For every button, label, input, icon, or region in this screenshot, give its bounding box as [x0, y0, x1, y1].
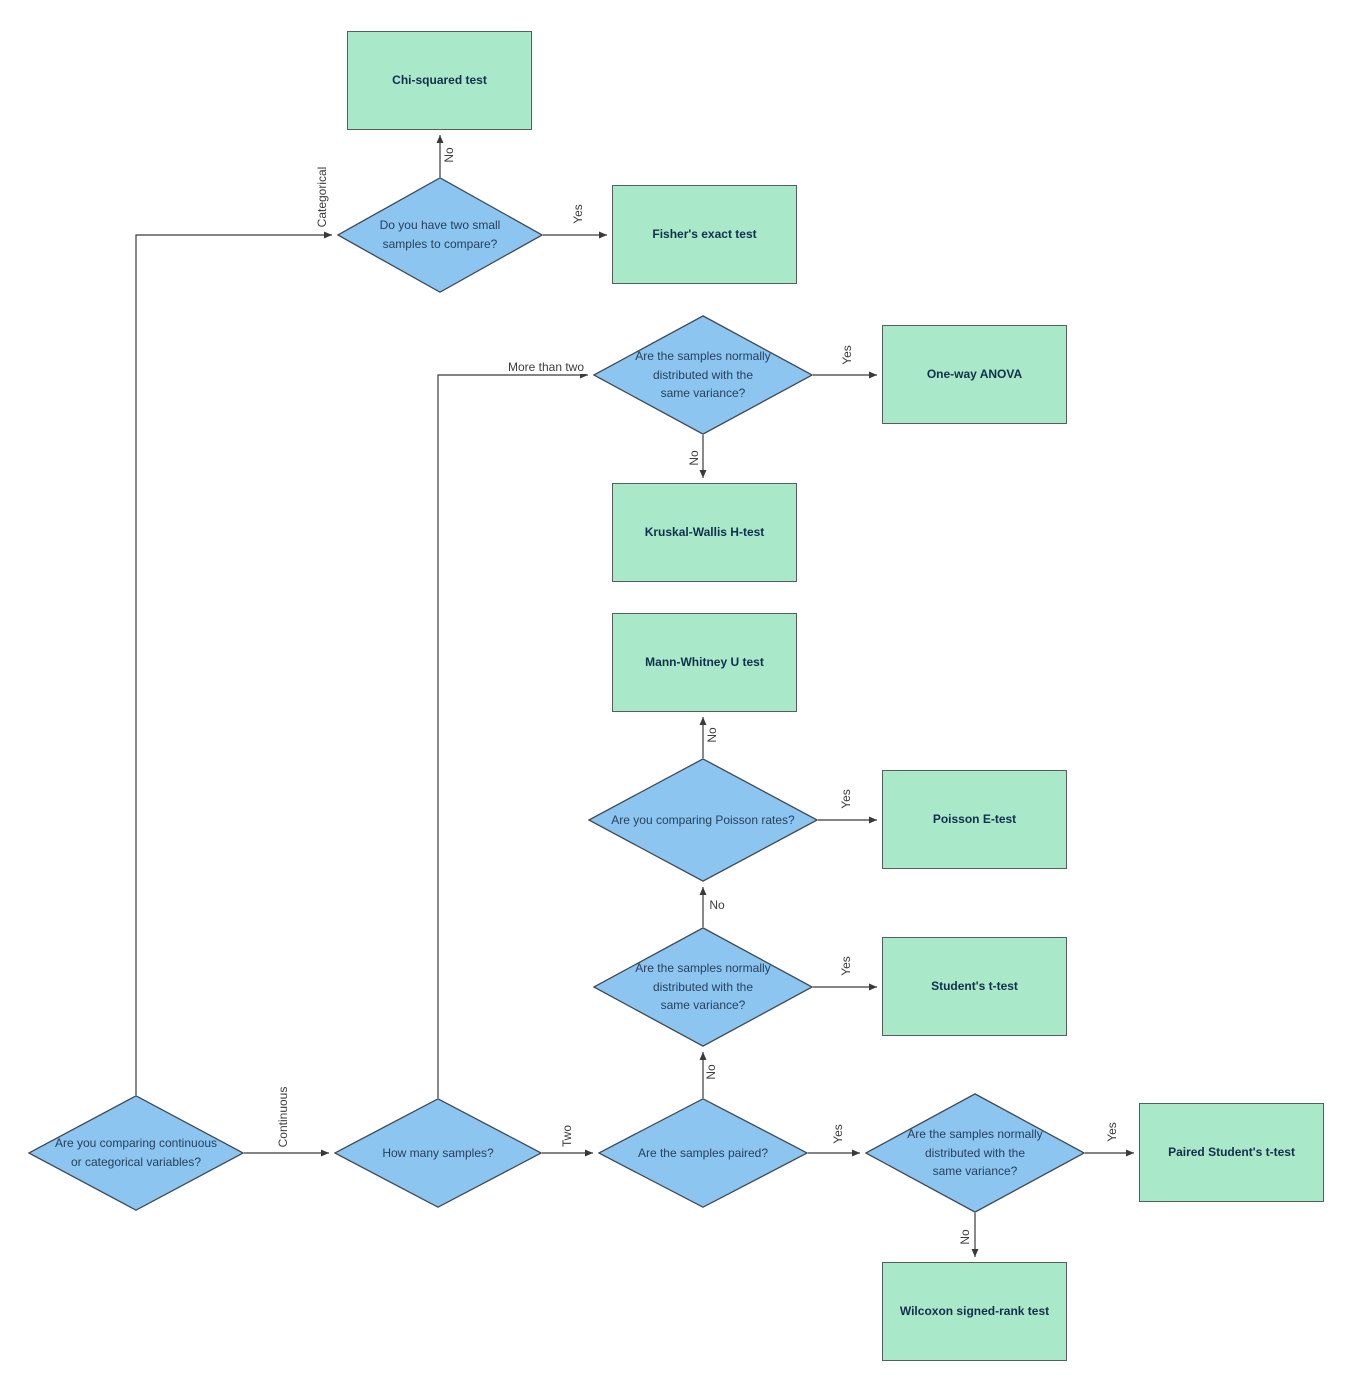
node-label: Fisher's exact test: [652, 227, 757, 242]
node-kruskal-wallis-h-test: Kruskal-Wallis H-test: [612, 483, 797, 582]
edge-label-no-to-chi-squared: No: [442, 145, 456, 165]
node-fishers-exact-test: Fisher's exact test: [612, 185, 797, 284]
node-label: Are the samples normally distributed wit…: [635, 349, 771, 401]
edge-label-yes-to-paired-students: Yes: [1105, 1120, 1119, 1144]
edge-label-yes-to-students-t-test: Yes: [839, 954, 853, 978]
edge-categorical: [135, 231, 332, 1095]
diamond-shape: [337, 177, 543, 293]
node-label: Poisson E-test: [932, 812, 1017, 827]
node-label: Are the samples paired?: [637, 1145, 769, 1160]
edge-label-yes-to-anova: Yes: [840, 343, 854, 367]
node-label: Are the samples normally distributed wit…: [907, 1127, 1043, 1179]
decision-normality-two-unpaired: Are the samples normally distributed wit…: [593, 927, 813, 1047]
diamond-shape: [593, 315, 813, 435]
decision-normality-paired: Are the samples normally distributed wit…: [865, 1093, 1085, 1213]
decision-poisson-rates: Are you comparing Poisson rates?: [588, 758, 818, 882]
edge-label-categorical: Categorical: [315, 164, 329, 230]
node-label: Do you have two small samples to compare…: [379, 218, 501, 251]
node-label: Kruskal-Wallis H-test: [644, 525, 765, 540]
decision-two-small-samples: Do you have two small samples to compare…: [337, 177, 543, 293]
node-one-way-anova: One-way ANOVA: [882, 325, 1067, 424]
diamond-shape: [865, 1093, 1085, 1213]
edge-label-no-to-mann-whitney: No: [705, 725, 719, 745]
edge-label-no-to-normality-two: No: [704, 1062, 718, 1082]
node-label: Wilcoxon signed-rank test: [899, 1304, 1050, 1319]
edge-label-no-to-wilcoxon: No: [958, 1227, 972, 1247]
node-label: Are you comparing Poisson rates?: [611, 812, 795, 827]
edge-label-no-to-kruskal: No: [687, 448, 701, 468]
edge-label-no-to-poisson-question: No: [707, 898, 727, 912]
decision-continuous-or-categorical: Are you comparing continuous or categori…: [28, 1095, 244, 1211]
diamond-shape: [28, 1095, 244, 1211]
node-label: Student's t-test: [931, 979, 1018, 994]
diamond-shape: [588, 758, 818, 882]
node-paired-students-t-test: Paired Student's t-test: [1139, 1103, 1324, 1202]
edge-more-than-two: [437, 371, 588, 1098]
node-label: Paired Student's t-test: [1168, 1145, 1295, 1160]
node-label: Are you comparing continuous or categori…: [54, 1136, 218, 1169]
edge-label-more-than-two: More than two: [505, 360, 587, 374]
node-poisson-e-test: Poisson E-test: [882, 770, 1067, 869]
decision-how-many-samples: How many samples?: [334, 1098, 542, 1208]
node-students-t-test: Student's t-test: [882, 937, 1067, 1036]
diamond-shape: [334, 1098, 542, 1208]
node-mann-whitney-u-test: Mann-Whitney U test: [612, 613, 797, 712]
edge-label-yes-to-poisson-e-test: Yes: [839, 787, 853, 811]
decision-samples-paired: Are the samples paired?: [598, 1098, 808, 1208]
node-label: How many samples?: [382, 1145, 494, 1160]
diamond-shape: [598, 1098, 808, 1208]
edge-label-two: Two: [560, 1122, 574, 1150]
node-label: One-way ANOVA: [926, 367, 1023, 382]
node-label: Mann-Whitney U test: [645, 655, 764, 670]
node-label: Are the samples normally distributed wit…: [635, 961, 771, 1013]
node-wilcoxon-signed-rank-test: Wilcoxon signed-rank test: [882, 1262, 1067, 1361]
diamond-shape: [593, 927, 813, 1047]
node-chi-squared-test: Chi-squared test: [347, 31, 532, 130]
edge-label-yes-to-normality-paired: Yes: [831, 1122, 845, 1146]
decision-normality-more-than-two: Are the samples normally distributed wit…: [593, 315, 813, 435]
edge-label-continuous: Continuous: [276, 1084, 290, 1150]
node-label: Chi-squared test: [392, 73, 487, 88]
edge-label-yes-to-fisher: Yes: [571, 202, 585, 226]
